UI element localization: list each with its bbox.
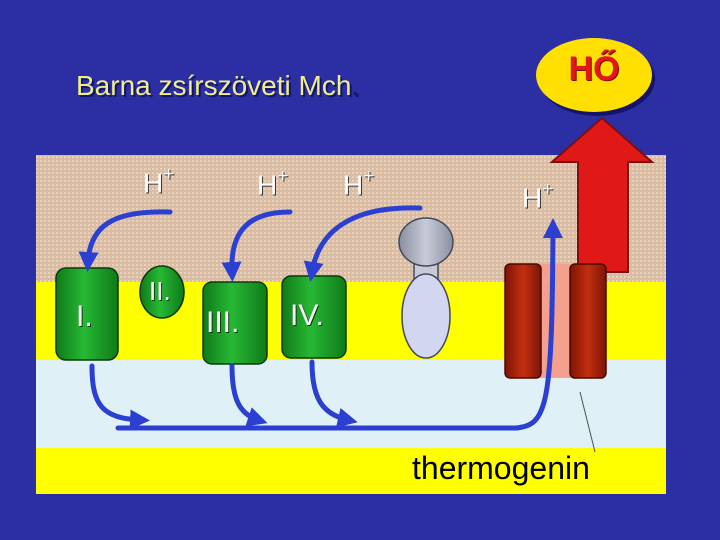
electron-flow-iv: [309, 359, 358, 428]
electron-flow-iii: [229, 363, 268, 427]
arrow-pump-i: [78, 209, 173, 272]
complex-iv-label: IV.: [290, 299, 324, 332]
arrow-thermogenin-flow: [512, 218, 563, 431]
membrane-bottom-band: [36, 448, 666, 494]
heat-arrow-dashes: [582, 220, 600, 240]
heat-label: HŐ: [568, 50, 620, 88]
thermogenin-pore: [538, 264, 572, 378]
thermogenin-right-cylinder: [569, 263, 607, 379]
proton-label-4: H+: [522, 179, 554, 214]
proton-label-1: H+: [143, 164, 175, 199]
complex-i-label: I.: [76, 300, 93, 333]
arrow-pump-iii: [221, 209, 293, 282]
diagram-title: Barna zsírszöveti Mch.: [76, 70, 360, 101]
complex-iii-label: III.: [206, 306, 240, 339]
atp-synthase-base: [401, 273, 451, 359]
thermogenin-left-cylinder: [504, 263, 542, 379]
complex-ii-label: II.: [149, 276, 171, 306]
thermogenin-label: thermogenin: [412, 450, 590, 486]
atp-synthase-head: [398, 217, 454, 267]
heat-oval: [536, 38, 652, 112]
proton-label-2: H+: [257, 166, 289, 201]
proton-label-3: H+: [343, 166, 375, 201]
thermogenin-label-line: [579, 391, 596, 453]
complex-iii: [202, 281, 268, 365]
complex-ii: [139, 265, 185, 319]
arrow-pump-iv: [303, 205, 423, 282]
electron-flow-i: [89, 363, 150, 430]
